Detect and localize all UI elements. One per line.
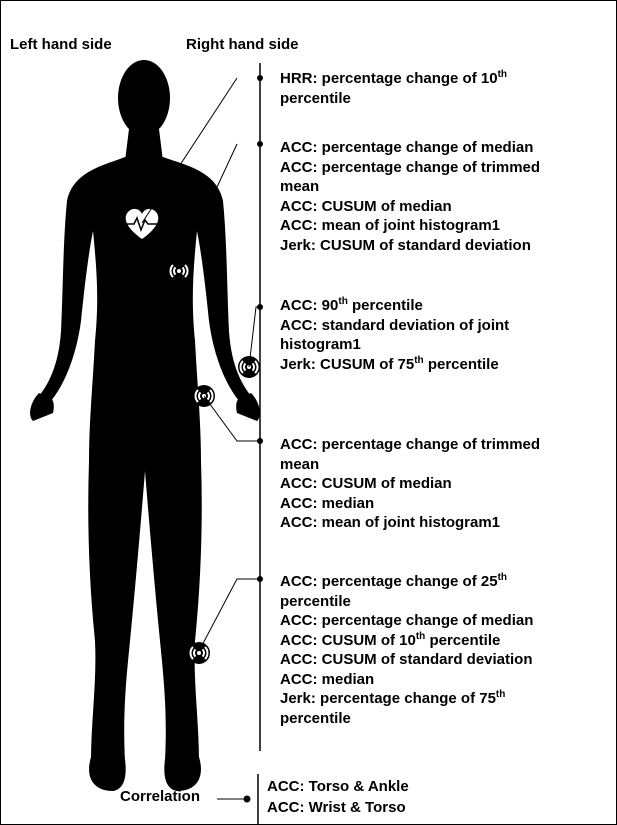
feature-text-sup: th bbox=[416, 631, 425, 642]
feature-line: Jerk: CUSUM of 75th percentile bbox=[280, 355, 610, 375]
feature-text-main: HRR: percentage change of 10 bbox=[280, 70, 498, 87]
feature-text-main: ACC: standard deviation of joint bbox=[280, 317, 509, 334]
feature-text-main: ACC: percentage change of trimmed bbox=[280, 159, 540, 176]
feature-text-main: ACC: mean of joint histogram1 bbox=[280, 217, 500, 234]
feature-text-main: mean bbox=[280, 456, 319, 473]
right-hand-side-label: Right hand side bbox=[186, 36, 299, 53]
feature-line: HRR: percentage change of 10th bbox=[280, 69, 610, 89]
feature-line: ACC: percentage change of median bbox=[280, 138, 610, 158]
feature-text-main: ACC: median bbox=[280, 671, 374, 688]
feature-text-main: ACC: median bbox=[280, 495, 374, 512]
feature-text-main: ACC: percentage change of trimmed bbox=[280, 436, 540, 453]
correlation-block: ACC: Torso & Ankle ACC: Wrist & Torso bbox=[267, 776, 409, 818]
correlation-line: ACC: Wrist & Torso bbox=[267, 797, 409, 818]
feature-line: ACC: CUSUM of 10th percentile bbox=[280, 631, 610, 651]
feature-text-sup: th bbox=[338, 296, 347, 307]
feature-text-sup: th bbox=[414, 355, 423, 366]
feature-line: ACC: CUSUM of median bbox=[280, 474, 610, 494]
feature-line: percentile bbox=[280, 89, 610, 109]
feature-line: histogram1 bbox=[280, 335, 610, 355]
feature-line: mean bbox=[280, 177, 610, 197]
feature-text-main: ACC: mean of joint histogram1 bbox=[280, 514, 500, 531]
feature-line: ACC: 90th percentile bbox=[280, 296, 610, 316]
feature-line: ACC: standard deviation of joint bbox=[280, 316, 610, 336]
feature-line: percentile bbox=[280, 709, 610, 729]
wireless-sensor-icon-torso bbox=[168, 260, 190, 282]
feature-line: percentile bbox=[280, 592, 610, 612]
feature-text-main: ACC: CUSUM of 10 bbox=[280, 632, 416, 649]
feature-text-main: percentile bbox=[280, 710, 351, 727]
feature-line: ACC: CUSUM of median bbox=[280, 197, 610, 217]
feature-text-main: histogram1 bbox=[280, 336, 361, 353]
feature-text-tail: percentile bbox=[348, 297, 423, 314]
feature-text-sup: th bbox=[498, 69, 507, 80]
feature-text-main: Jerk: CUSUM of standard deviation bbox=[280, 237, 531, 254]
right-foot bbox=[164, 757, 201, 791]
feature-text-tail: percentile bbox=[424, 356, 499, 373]
feature-text-main: ACC: CUSUM of median bbox=[280, 198, 452, 215]
feature-text-main: ACC: CUSUM of standard deviation bbox=[280, 651, 533, 668]
dot-correlation bbox=[244, 796, 251, 803]
feature-text-main: ACC: percentage change of median bbox=[280, 612, 533, 629]
feature-text-sup: th bbox=[498, 572, 507, 583]
feature-text-main: ACC: percentage change of median bbox=[280, 139, 533, 156]
feature-line: ACC: percentage change of median bbox=[280, 611, 610, 631]
feature-text-main: Jerk: percentage change of 75 bbox=[280, 690, 496, 707]
feature-text-main: ACC: CUSUM of median bbox=[280, 475, 452, 492]
feature-line: ACC: mean of joint histogram1 bbox=[280, 513, 610, 533]
neck bbox=[125, 129, 163, 161]
feature-line: mean bbox=[280, 455, 610, 475]
wireless-sensor-icon-ankle bbox=[188, 642, 210, 664]
feature-line: ACC: percentage change of 25th bbox=[280, 572, 610, 592]
feature-line: ACC: percentage change of trimmed bbox=[280, 158, 610, 178]
feature-text-main: ACC: percentage change of 25 bbox=[280, 573, 498, 590]
feature-line: ACC: mean of joint histogram1 bbox=[280, 216, 610, 236]
torso bbox=[39, 157, 251, 769]
correlation-label: Correlation bbox=[120, 788, 200, 805]
feature-line: ACC: percentage change of trimmed bbox=[280, 435, 610, 455]
feature-line: Jerk: CUSUM of standard deviation bbox=[280, 236, 610, 256]
left-hand-side-label: Left hand side bbox=[10, 36, 112, 53]
feature-text-main: percentile bbox=[280, 90, 351, 107]
feature-text-main: ACC: 90 bbox=[280, 297, 338, 314]
feature-line: ACC: median bbox=[280, 494, 610, 514]
feature-line: ACC: CUSUM of standard deviation bbox=[280, 650, 610, 670]
feature-text-main: Jerk: CUSUM of 75 bbox=[280, 356, 414, 373]
leader-ankle bbox=[199, 579, 260, 651]
feature-text-main: percentile bbox=[280, 593, 351, 610]
feature-text-main: mean bbox=[280, 178, 319, 195]
correlation-line: ACC: Torso & Ankle bbox=[267, 776, 409, 797]
left-foot bbox=[89, 757, 126, 791]
feature-text-sup: th bbox=[496, 689, 505, 700]
head bbox=[118, 60, 170, 136]
feature-text-tail: percentile bbox=[425, 632, 500, 649]
feature-line: Jerk: percentage change of 75th bbox=[280, 689, 610, 709]
feature-line: ACC: median bbox=[280, 670, 610, 690]
